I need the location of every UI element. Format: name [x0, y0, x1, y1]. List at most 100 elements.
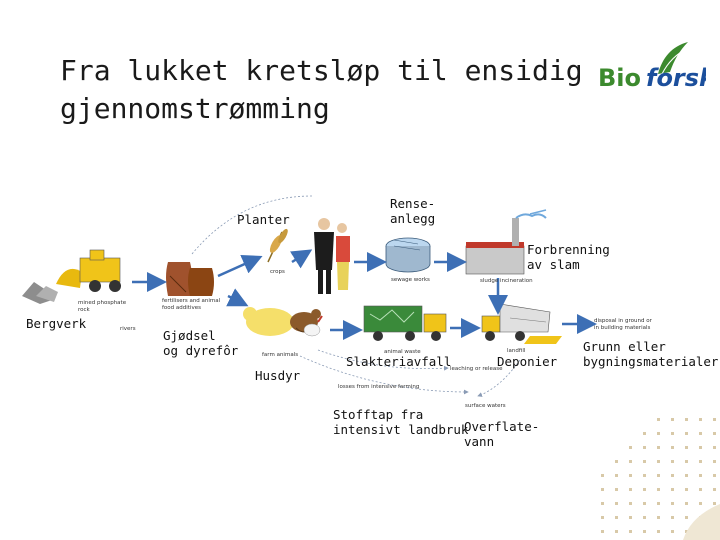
label-slakteriavfall: Slakteriavfall — [346, 354, 452, 369]
decorative-dot — [643, 502, 646, 505]
decorative-dot — [629, 516, 632, 519]
decorative-dot — [671, 446, 674, 449]
label-animal-waste: animal waste — [384, 349, 421, 355]
decorative-dot — [685, 516, 688, 519]
decorative-dot — [643, 488, 646, 491]
label-rivers: rivers — [120, 326, 136, 332]
decorative-dot — [601, 502, 604, 505]
title-line-1: Fra lukket kretsløp til ensidig — [60, 54, 583, 87]
decorative-dot — [657, 488, 660, 491]
decorative-dot — [713, 488, 716, 491]
label-gjodsel: Gjødsel og dyrefôr — [163, 328, 239, 358]
decorative-dot — [643, 474, 646, 477]
decorative-dot — [629, 446, 632, 449]
decorative-dot — [699, 460, 702, 463]
decorative-dot — [615, 474, 618, 477]
decorative-dot — [657, 502, 660, 505]
decorative-dot — [615, 502, 618, 505]
decorative-dot — [615, 488, 618, 491]
decorative-dot — [671, 516, 674, 519]
decorative-dot — [657, 516, 660, 519]
decorative-dot — [601, 488, 604, 491]
secondary-flows — [191, 195, 521, 397]
decorative-dot — [657, 418, 660, 421]
label-disposal: disposal in ground or in building materi… — [594, 318, 652, 331]
decorative-dot — [629, 488, 632, 491]
decorative-dot — [713, 474, 716, 477]
sewage-works-illustration — [385, 237, 431, 273]
label-sludge-incineration: sludge incineration — [480, 278, 533, 284]
page-curl — [683, 504, 720, 540]
label-farm-animals: farm animals — [262, 352, 299, 358]
decorative-dot — [671, 502, 674, 505]
decorative-dot — [685, 530, 688, 533]
svg-text:Bio: Bio — [598, 64, 641, 92]
decorative-dot — [657, 446, 660, 449]
decorative-dot — [643, 516, 646, 519]
label-deponier: Deponier — [497, 354, 558, 369]
fertiliser-sacks — [166, 262, 214, 296]
label-bergverk: Bergverk — [26, 316, 87, 331]
decorative-dot — [629, 460, 632, 463]
animal-waste-truck — [363, 305, 447, 341]
decorative-dot — [699, 432, 702, 435]
decorative-dot — [699, 488, 702, 491]
decorative-dot — [629, 502, 632, 505]
decorative-dot — [671, 432, 674, 435]
label-losses: losses from intensive farming — [338, 384, 420, 390]
decorative-dot — [643, 530, 646, 533]
decorative-dot-pattern — [601, 418, 720, 540]
title-line-2: gjennomstrømming — [60, 92, 330, 125]
decorative-dot — [615, 530, 618, 533]
decorative-dot — [657, 432, 660, 435]
decorative-dot — [713, 502, 716, 505]
decorative-dot — [671, 460, 674, 463]
decorative-dot — [699, 446, 702, 449]
incineration-illustration — [465, 209, 547, 275]
label-leaching: leaching or release — [450, 366, 503, 372]
decorative-dot — [685, 460, 688, 463]
label-grunn: Grunn eller bygningsmaterialer — [583, 339, 719, 369]
people-illustration — [314, 218, 350, 294]
decorative-dot — [629, 474, 632, 477]
label-landfill: landfill — [507, 348, 526, 354]
landfill-truck — [481, 303, 562, 344]
farm-animals-illustration — [243, 307, 323, 337]
decorative-dot — [615, 516, 618, 519]
label-husdyr: Husdyr — [255, 368, 301, 383]
flow-arrows — [132, 249, 597, 340]
decorative-dot — [699, 474, 702, 477]
decorative-dot — [685, 418, 688, 421]
decorative-dot — [685, 502, 688, 505]
decorative-dot — [713, 446, 716, 449]
decorative-dot — [615, 460, 618, 463]
decorative-dot — [685, 488, 688, 491]
label-planter: Planter — [237, 212, 290, 227]
decorative-dot — [657, 474, 660, 477]
decorative-dot — [643, 460, 646, 463]
decorative-dot — [671, 474, 674, 477]
decorative-dot — [713, 460, 716, 463]
decorative-dot — [657, 530, 660, 533]
wheat-illustration — [267, 228, 288, 263]
svg-text:forsk: forsk — [646, 64, 706, 92]
label-surface-waters: surface waters — [465, 403, 506, 409]
decorative-dot — [671, 488, 674, 491]
label-mined-rock: mined phosphate rock — [78, 300, 127, 313]
label-stofftap: Stofftap fra intensivt landbruk — [333, 407, 469, 437]
label-crops: crops — [270, 269, 285, 275]
decorative-dot — [643, 432, 646, 435]
decorative-dot — [601, 530, 604, 533]
decorative-dot — [601, 516, 604, 519]
label-fertilisers: fertilisers and animal food additives — [162, 298, 221, 311]
bioforsk-logo: Bio forsk — [598, 42, 706, 92]
decorative-dot — [671, 418, 674, 421]
mining-illustration — [22, 249, 121, 304]
page-title: Fra lukket kretsløp til ensidig gjennoms… — [60, 52, 583, 128]
decorative-dot — [713, 418, 716, 421]
decorative-dot — [629, 530, 632, 533]
label-forbrenning: Forbrenning av slam — [527, 242, 610, 272]
decorative-dot — [685, 474, 688, 477]
decorative-dot — [685, 432, 688, 435]
